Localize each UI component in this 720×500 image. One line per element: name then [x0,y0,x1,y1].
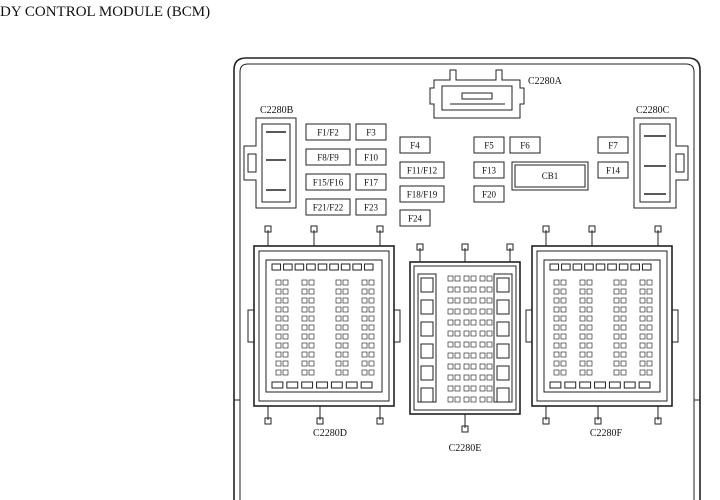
fuse-f6: F6 [509,136,541,154]
connector-c2280d [247,225,401,425]
connector-label-c2280d: C2280D [313,428,347,439]
fuse-label: F8/F9 [317,153,339,163]
fuse-f15f16: F15/F16 [305,173,351,191]
circuit-breaker-cb1: CB1 [511,161,589,191]
fuse-f3: F3 [355,123,387,141]
fuse-f8f9: F8/F9 [305,148,351,166]
fuse-label: F10 [364,153,379,163]
fuse-f1f2: F1/F2 [305,123,351,141]
connector-c2280c: C2280C [633,105,689,209]
fuse-label: F14 [606,166,621,176]
connector-label-c2280f: C2280F [590,428,623,439]
fuse-f24: F24 [399,209,431,227]
fuse-f23: F23 [355,198,387,216]
fuse-f13: F13 [473,161,505,179]
fuse-f7: F7 [597,136,629,154]
connector-c2280f [525,225,679,425]
fuse-label: F15/F16 [313,178,344,188]
fuse-label: F18/F19 [407,190,438,200]
fuse-label: F17 [364,178,379,188]
connector-label-c2280a: C2280A [528,76,563,87]
fuse-label: F11/F12 [407,166,437,176]
connector-label-c2280c: C2280C [636,105,670,116]
module-housing [233,57,701,500]
fuse-f18f19: F18/F19 [399,185,445,203]
connector-c2280a: C2280A [429,69,563,119]
fuse-f5: F5 [473,136,505,154]
fuse-label: F1/F2 [317,128,339,138]
connector-c2280b: C2280B [243,105,297,209]
fuse-label: F5 [484,141,494,151]
fuse-f4: F4 [399,136,431,154]
fuse-label: F6 [520,141,530,151]
fuse-label: F3 [366,128,376,138]
fuse-label: F23 [364,203,379,213]
fuse-f11f12: F11/F12 [399,161,445,179]
connector-label-c2280b: C2280B [260,105,294,116]
page-title: DY CONTROL MODULE (BCM) [0,4,211,20]
fuse-f14: F14 [597,161,629,179]
fuse-label: F4 [410,141,420,151]
connector-label-c2280e: C2280E [449,443,482,454]
connector-c2280e [409,243,521,433]
fuse-f20: F20 [473,185,505,203]
fuse-f17: F17 [355,173,387,191]
breaker-label-cb1: CB1 [542,171,559,181]
fuse-label: F21/F22 [313,203,344,213]
fuse-f21f22: F21/F22 [305,198,351,216]
fuse-label: F7 [608,141,618,151]
fuse-label: F13 [482,166,497,176]
fuse-label: F20 [482,190,497,200]
fuse-f10: F10 [355,148,387,166]
fuse-label: F24 [408,214,423,224]
